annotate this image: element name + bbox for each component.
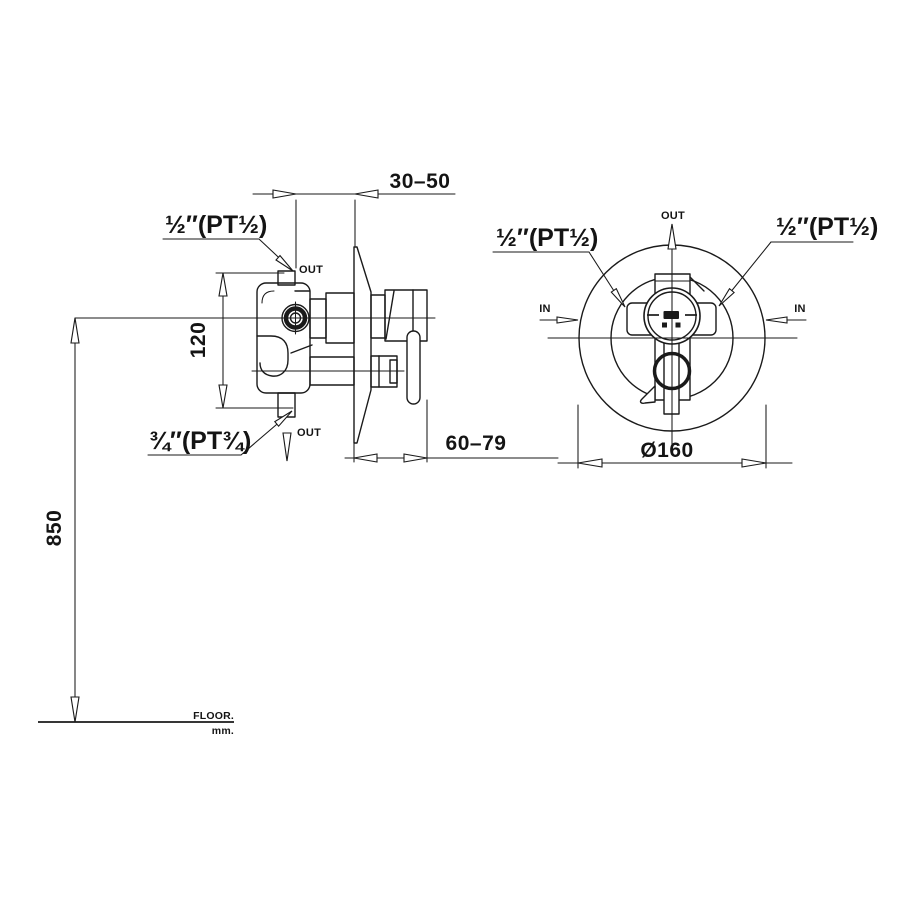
side-view-labels: OUT OUT ½″(PT½) ¾″(PT¾)	[147, 211, 323, 462]
dim-trim-depth: 60–79	[446, 432, 507, 455]
arrowhead	[577, 458, 603, 468]
handle-lever	[406, 330, 421, 405]
body-hook-detail	[256, 335, 289, 377]
out-label-top: OUT	[299, 264, 323, 276]
arrowhead	[218, 384, 228, 409]
port-size-right-label: ½″(PT½)	[776, 213, 878, 241]
handle-block-slant	[385, 290, 395, 340]
arrowhead	[354, 189, 379, 199]
front-view-labels: OUT IN IN Ø160 ½″(PT½) ½″(PT½)	[492, 210, 878, 469]
valve-body-inner-corner	[261, 290, 275, 304]
in-label-right: IN	[794, 303, 806, 315]
wall-plate	[353, 246, 372, 444]
out-flow-arrow-down	[282, 432, 292, 462]
side-view-dimensions: 30–50 60–79 120 850 FLOOR. mm.	[38, 170, 559, 737]
front-view	[547, 224, 798, 448]
in-label-left: IN	[539, 303, 551, 315]
dim-port-spacing: 120	[187, 322, 210, 359]
arrowhead	[272, 189, 297, 199]
side-view	[74, 246, 436, 444]
leader-arrowhead	[273, 410, 293, 428]
handle-base	[370, 294, 386, 339]
valve-body	[256, 282, 311, 394]
port-size-top-label: ½″(PT½)	[165, 211, 267, 239]
outlet-pipe-bottom	[277, 392, 296, 418]
knob-dot-right	[675, 322, 681, 328]
in-flow-arrow-right	[765, 316, 788, 324]
arrowhead	[70, 317, 80, 344]
valve-top-notch	[689, 276, 705, 292]
leader-arrowhead	[610, 287, 626, 308]
arrowhead	[741, 458, 767, 468]
port-size-bottom-label: ¾″(PT¾)	[149, 427, 251, 455]
arrowhead	[403, 453, 428, 463]
out-label-bottom: OUT	[297, 427, 321, 439]
port-size-left-label: ½″(PT½)	[496, 224, 598, 252]
out-label-front: OUT	[661, 210, 685, 222]
knob-dot-left	[662, 322, 667, 328]
out-flow-arrow-up	[667, 223, 677, 250]
dim-plate-diameter: Ø160	[640, 439, 693, 462]
dim-mounting-height: 850	[43, 510, 66, 547]
outlet-pipe-top	[277, 270, 296, 286]
dim-wall-depth: 30–50	[390, 170, 451, 193]
floor-label: FLOOR.	[193, 710, 234, 722]
leader-arrowhead	[275, 254, 294, 272]
handle-block	[384, 289, 428, 342]
arrowhead	[70, 696, 80, 723]
arrowhead	[218, 272, 228, 297]
in-flow-arrow-left	[556, 316, 579, 324]
leader-arrowhead	[718, 287, 735, 307]
valve-lower-notch	[639, 385, 656, 404]
knob-window	[663, 311, 679, 319]
arrowhead	[353, 453, 378, 463]
units-label: mm.	[212, 725, 234, 737]
body-diagonal-detail	[290, 344, 313, 354]
